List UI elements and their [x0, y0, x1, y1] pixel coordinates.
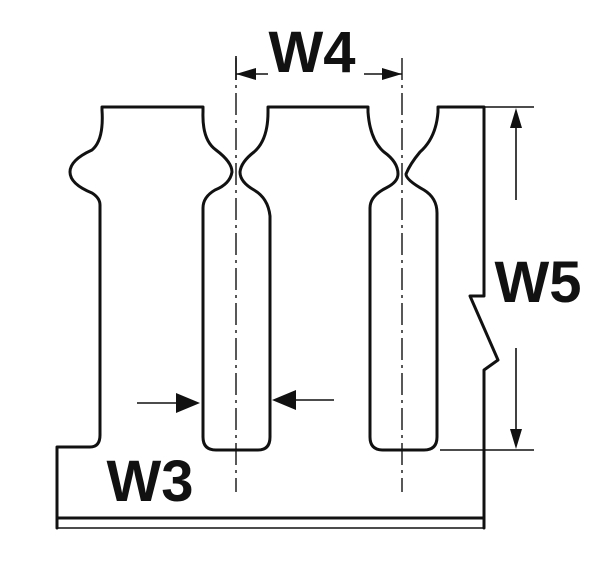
w5-arrowhead-bottom: [510, 429, 522, 449]
w5-arrowhead-top: [510, 108, 522, 128]
w4-arrowhead-left: [236, 68, 256, 80]
w3-label: W3: [107, 449, 194, 514]
w3-arrowhead-left: [176, 393, 200, 413]
w3-arrowhead-right: [272, 390, 296, 410]
w4-arrowhead-right: [382, 68, 402, 80]
w4-label: W4: [269, 20, 356, 85]
w5-label: W5: [495, 250, 582, 315]
carrier-strip-outline: [55, 105, 500, 530]
